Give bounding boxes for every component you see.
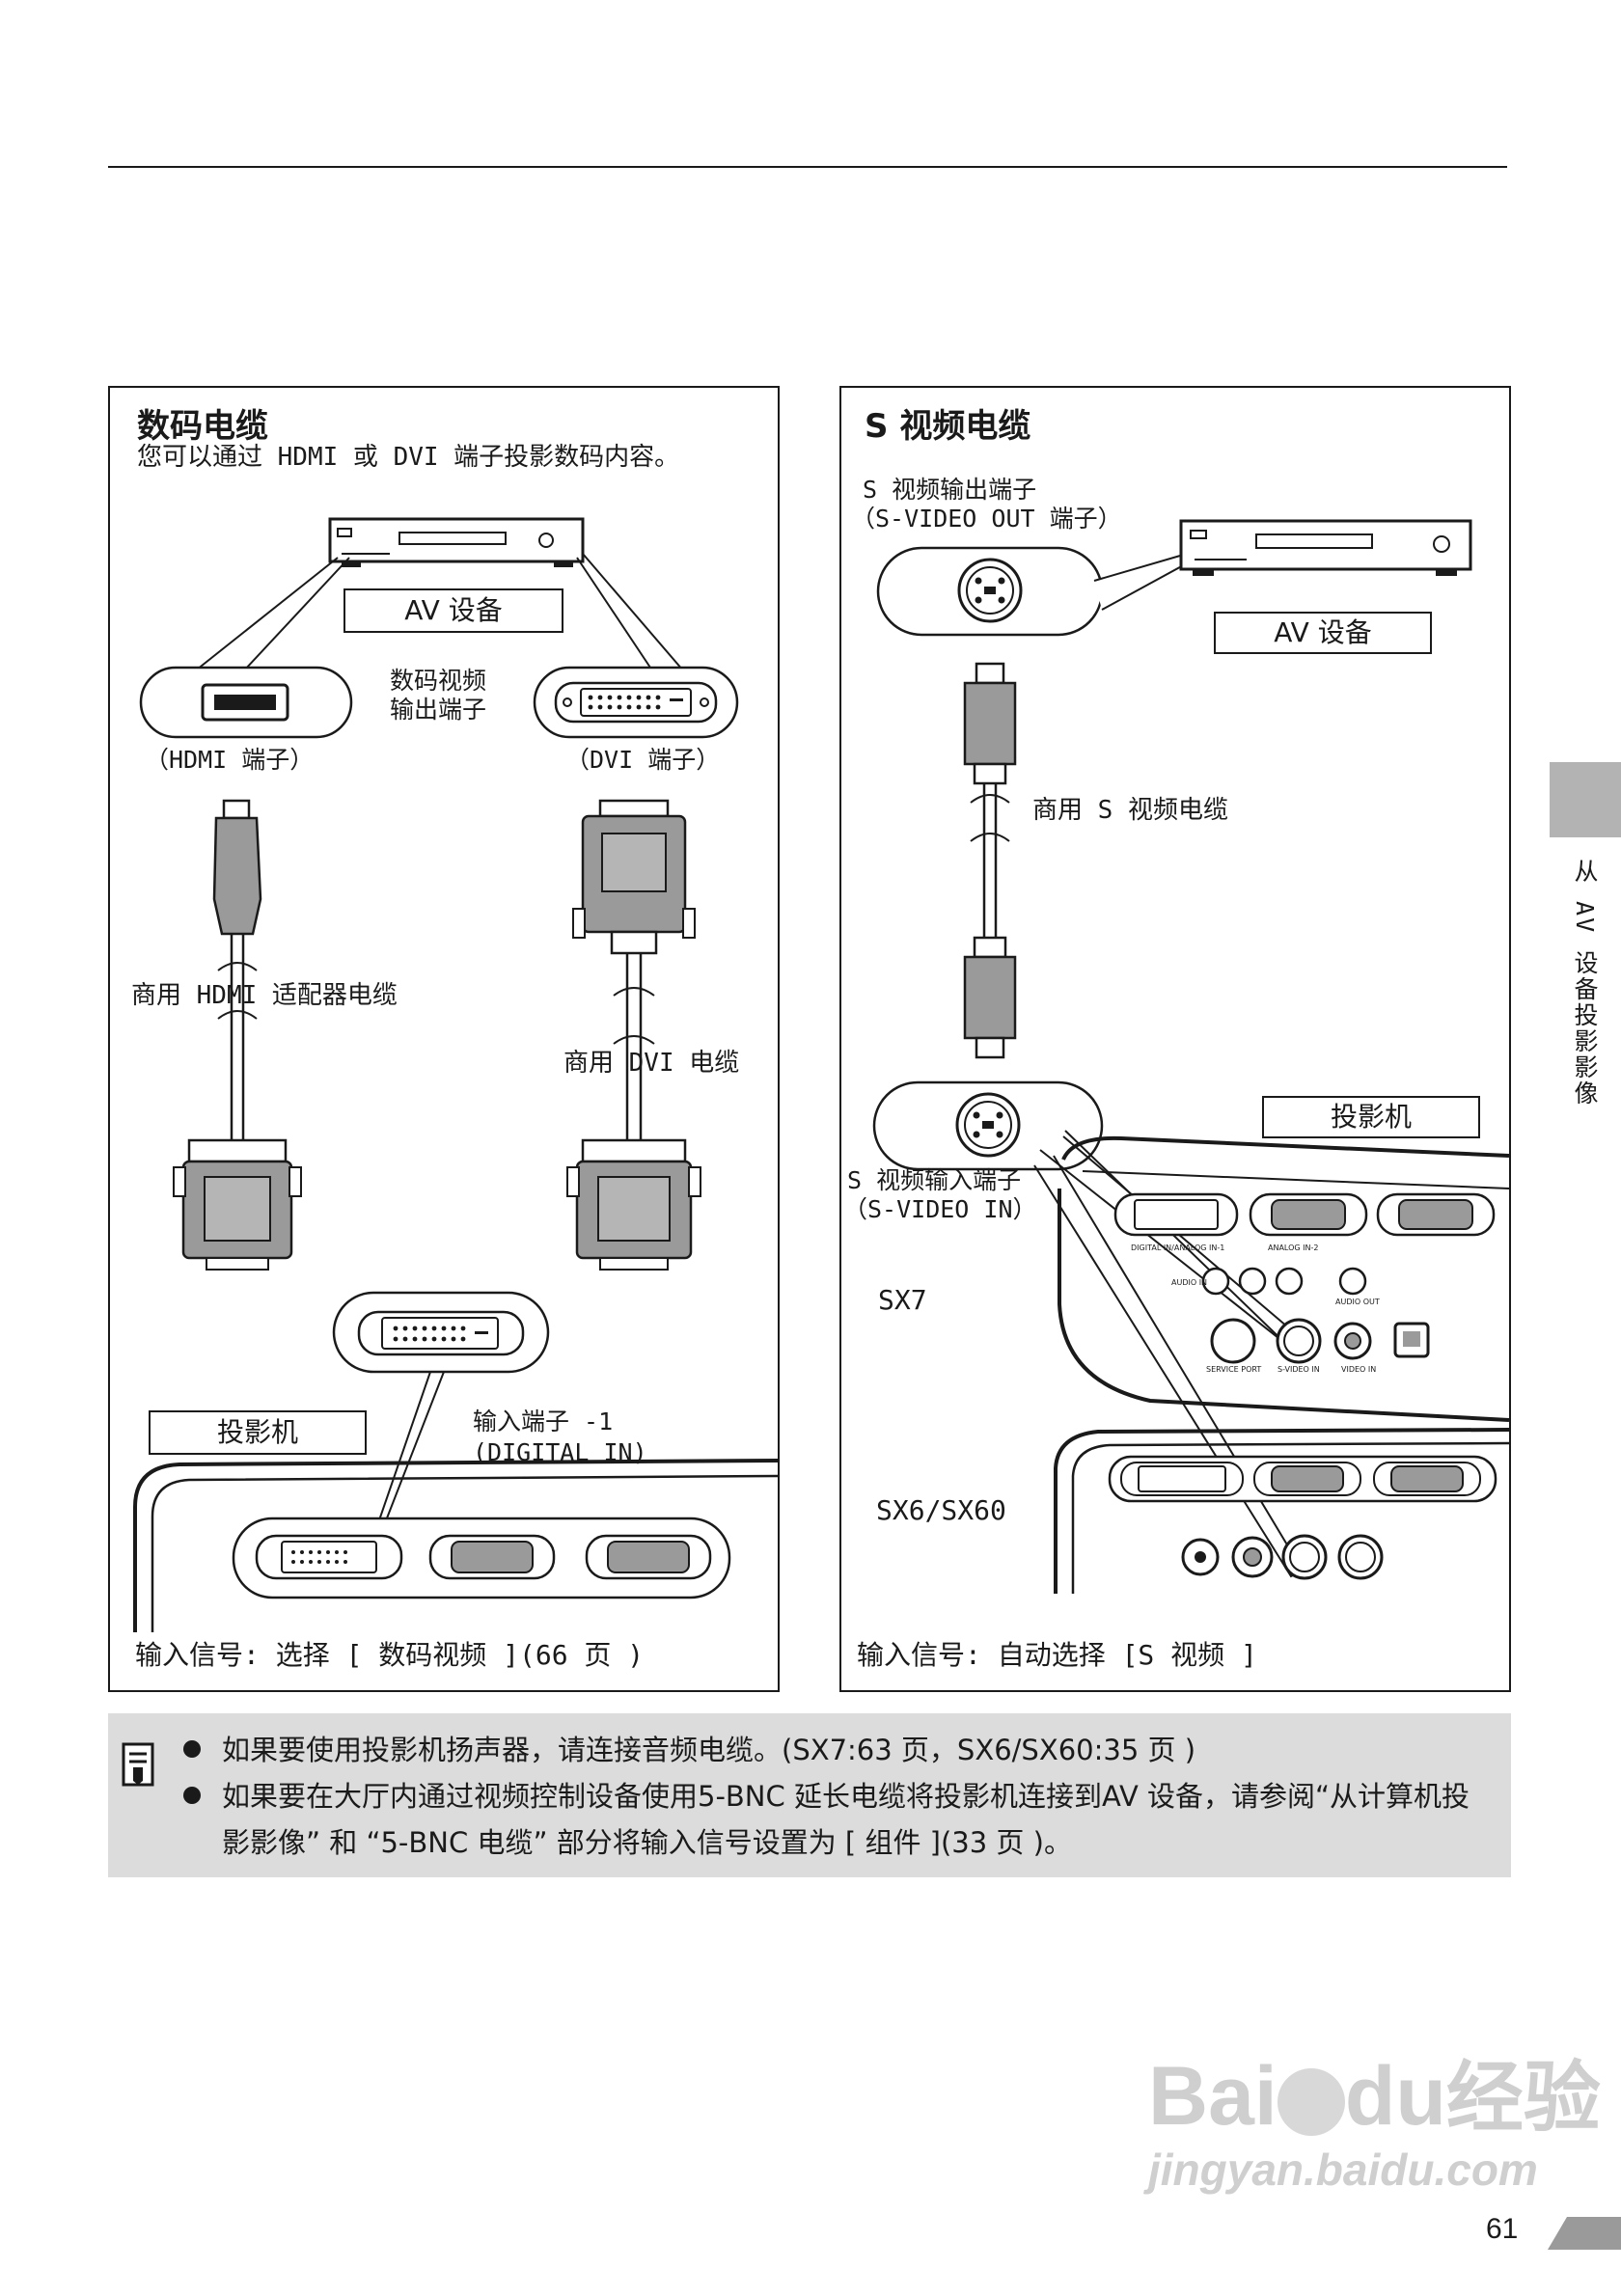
- paw-icon: [1277, 2068, 1345, 2137]
- port-label: DIGITAL IN/ANALOG IN-1: [1131, 1244, 1224, 1252]
- note-list: 如果要使用投影机扬声器，请连接音频电缆。(SX7:63 页，SX6/SX60:3…: [183, 1727, 1486, 1866]
- s-video-cable-panel: S 视频电缆 S 视频输出端子 （S-VIDEO OUT 端子）: [839, 386, 1511, 1692]
- input-terminal-label-2: (DIGITAL IN): [473, 1438, 647, 1466]
- sx6-rear-panel: [1054, 1428, 1509, 1594]
- s-input-label-1: S 视频输入端子: [847, 1166, 1022, 1194]
- av-device-label: AV 设备: [343, 588, 563, 633]
- s-output-label-1: S 视频输出端子: [863, 476, 1037, 504]
- av-device-label: AV 设备: [1214, 612, 1432, 654]
- port-label: S-VIDEO IN: [1278, 1365, 1320, 1374]
- hdmi-cable-label: 商用 HDMI 适配器电缆: [131, 981, 398, 1010]
- memo-icon: [122, 1742, 154, 1787]
- note-item: 如果要使用投影机扬声器，请连接音频电缆。(SX7:63 页，SX6/SX60:3…: [183, 1727, 1486, 1773]
- sx7-rear-panel: [1058, 1135, 1509, 1422]
- dvi-terminal-label: （DVI 端子）: [565, 746, 721, 774]
- s-cable-label: 商用 S 视频电缆: [1032, 796, 1228, 825]
- panel-title: 数码电缆: [137, 407, 268, 446]
- section-tab-text: 从 AV 设备投影影像: [1571, 859, 1599, 1107]
- hdmi-cable-illustration: [173, 799, 302, 1271]
- panel-subtitle: 您可以通过 HDMI 或 DVI 端子投影数码内容。: [137, 443, 680, 472]
- input-signal-text: 输入信号: 自动选择 [S 视频 ]: [857, 1639, 1257, 1671]
- input-terminal-label-1: 输入端子 -1: [473, 1408, 614, 1435]
- input-signal-text: 输入信号: 选择 [ 数码视频 ](66 页 ): [135, 1639, 645, 1671]
- page-corner-mark: [1548, 2217, 1621, 2250]
- watermark-url: jingyan.baidu.com: [1148, 2145, 1538, 2195]
- projector-label: 投影机: [1262, 1096, 1480, 1138]
- dvi-cable-label: 商用 DVI 电缆: [563, 1049, 740, 1078]
- model-sx6-label: SX6/SX60: [876, 1494, 1006, 1526]
- av-device-illustration: [328, 517, 585, 567]
- digital-cable-panel: 数码电缆 您可以通过 HDMI 或 DVI 端子投影数码内容。: [108, 386, 780, 1692]
- s-video-diagram: DIGITAL IN/ANALOG IN-1 ANALOG IN-2 AUDIO…: [872, 519, 1509, 1594]
- hdmi-terminal-label: （HDMI 端子）: [145, 746, 315, 774]
- port-label: SERVICE PORT: [1206, 1365, 1261, 1374]
- digital-diagram: [133, 517, 778, 1632]
- dvi-cable-illustration: [566, 799, 701, 1271]
- page-number: 61: [1486, 2213, 1519, 2245]
- port-label: ANALOG IN-2: [1268, 1244, 1318, 1252]
- projector-label: 投影机: [149, 1410, 367, 1455]
- section-tab: [1550, 762, 1621, 837]
- panel-title: S 视频电缆: [865, 407, 1031, 446]
- digital-output-label-2: 输出端子: [390, 696, 487, 724]
- port-label: AUDIO OUT: [1335, 1298, 1380, 1306]
- projector-illustration: [133, 1459, 778, 1632]
- note-item: 如果要在大厅内通过视频控制设备使用5-BNC 延长电缆将投影机连接到AV 设备，…: [183, 1773, 1486, 1866]
- s-input-label-2: （S-VIDEO IN）: [843, 1195, 1037, 1223]
- model-sx7-label: SX7: [878, 1284, 927, 1316]
- port-label: AUDIO IN: [1171, 1278, 1207, 1287]
- port-label: VIDEO IN: [1341, 1365, 1376, 1374]
- note-box: 如果要使用投影机扬声器，请连接音频电缆。(SX7:63 页，SX6/SX60:3…: [108, 1713, 1511, 1877]
- digital-output-label-1: 数码视频: [390, 667, 487, 695]
- top-rule: [108, 166, 1507, 168]
- s-output-label-2: （S-VIDEO OUT 端子）: [851, 505, 1122, 533]
